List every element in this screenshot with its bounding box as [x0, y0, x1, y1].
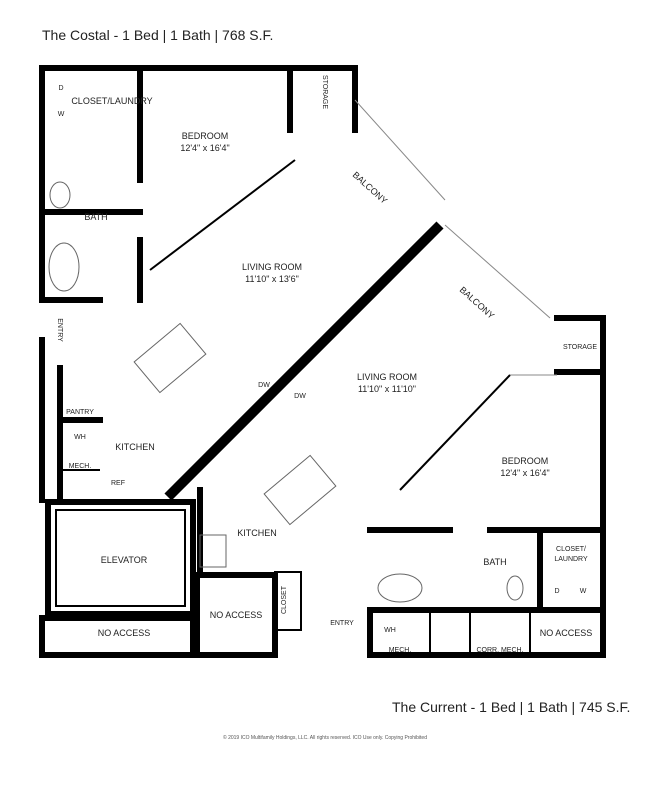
label-elevator: ELEVATOR [101, 555, 148, 565]
label-dryer-2: D [554, 588, 559, 595]
label-dw-2: DW [294, 393, 306, 400]
label-washer-2: W [580, 588, 587, 595]
label-balcony-1: BALCONY [351, 170, 390, 206]
label-storage-2: STORAGE [563, 344, 597, 351]
unit-title-costal: The Costal - 1 Bed | 1 Bath | 768 S.F. [42, 27, 274, 43]
label-mech-2: MECH. [389, 647, 412, 654]
label-laundry-2: LAUNDRY [554, 556, 588, 563]
label-kitchen-2: KITCHEN [237, 528, 277, 538]
label-living-2-size: 11'10" x 11'10" [358, 384, 416, 394]
label-entry-1: ENTRY [56, 318, 63, 342]
label-entry-2: ENTRY [330, 620, 354, 627]
label-living-1-size: 11'10" x 13'6" [245, 274, 299, 284]
label-closet-laundry: CLOSET/LAUNDRY [71, 96, 152, 106]
label-no-access-2: NO ACCESS [210, 610, 263, 620]
label-storage-1: STORAGE [321, 75, 328, 109]
label-bedroom-1: BEDROOM [182, 131, 229, 141]
label-living-1: LIVING ROOM [242, 262, 302, 272]
label-bath-2: BATH [483, 557, 506, 567]
unit-title-current: The Current - 1 Bed | 1 Bath | 745 S.F. [392, 699, 631, 715]
label-no-access-1: NO ACCESS [98, 628, 151, 638]
label-balcony-2: BALCONY [458, 285, 497, 321]
copyright-notice: © 2019 ICO Multifamily Holdings, LLC. Al… [223, 735, 427, 741]
label-bedroom-2: BEDROOM [502, 456, 549, 466]
label-bedroom-1-size: 12'4" x 16'4" [180, 143, 229, 153]
label-closet-2: CLOSET/ [556, 546, 586, 553]
label-washer: W [58, 111, 65, 118]
label-bedroom-2-size: 12'4" x 16'4" [500, 468, 549, 478]
label-no-access-3: NO ACCESS [540, 628, 593, 638]
walls [39, 65, 606, 658]
label-bath-1: BATH [84, 212, 107, 222]
label-wh-2: WH [384, 627, 396, 634]
label-wh-1: WH [74, 434, 86, 441]
label-ref: REF [111, 480, 125, 487]
label-mech-1: MECH. [69, 463, 92, 470]
label-dryer: D [58, 85, 63, 92]
label-living-2: LIVING ROOM [357, 372, 417, 382]
label-pantry: PANTRY [66, 409, 94, 416]
label-closet: CLOSET [281, 585, 288, 614]
fixtures [48, 181, 524, 603]
label-dw-1: DW [258, 382, 270, 389]
label-kitchen-1: KITCHEN [115, 442, 155, 452]
label-corr-mech: CORR. MECH. [476, 647, 523, 654]
